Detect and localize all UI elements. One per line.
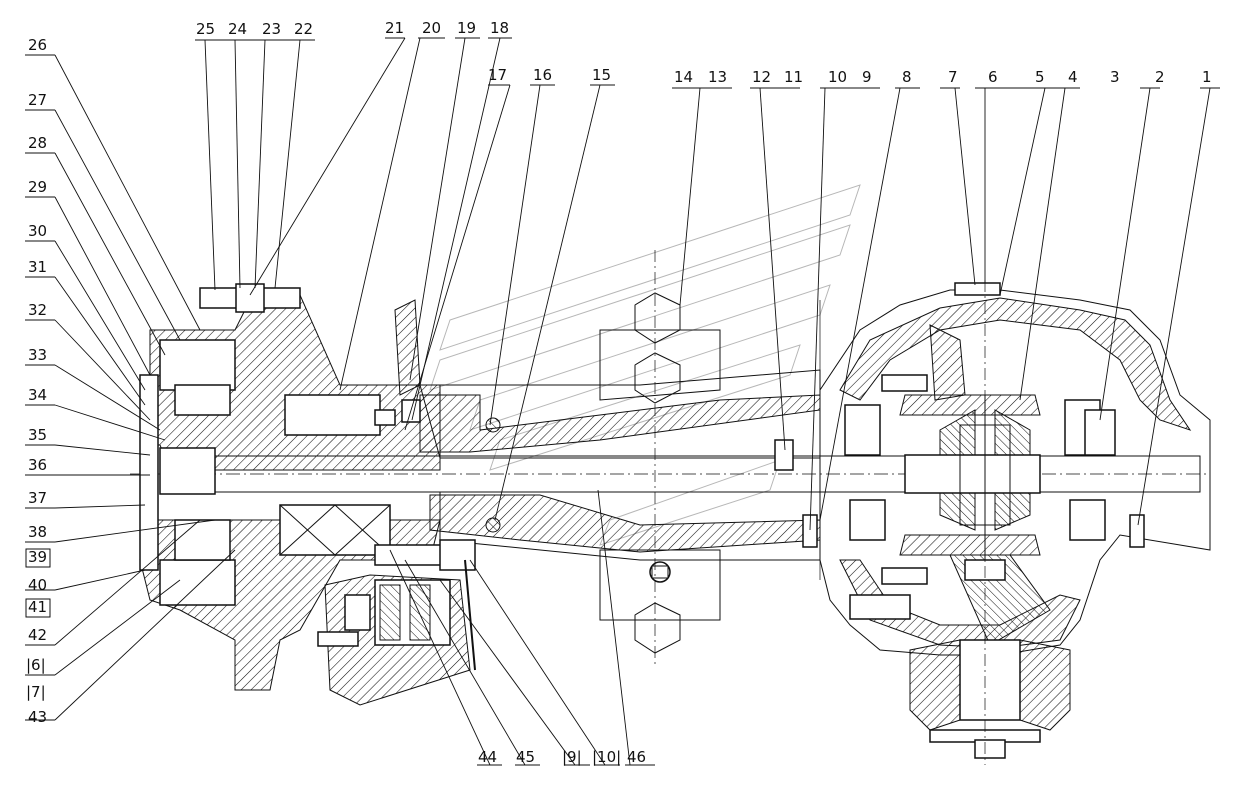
callout-1: 1 [1202,68,1212,86]
callout-26: 26 [28,36,47,54]
callout-40: 40 [28,576,47,594]
callout-43: 43 [28,708,47,726]
callouts-top: 25 24 23 22 21 20 19 18 17 16 15 14 13 1… [196,19,1212,86]
leader-lines [25,37,1220,766]
callout-41: 41 [28,598,47,616]
callout-11: 11 [784,68,803,86]
callouts-bottom: 44 45 |9| |10| 46 [478,748,646,766]
callout-20: 20 [422,19,441,37]
callout-10-boxed: |10| [592,748,621,766]
callout-19: 19 [457,19,476,37]
callout-29: 29 [28,178,47,196]
callout-30: 30 [28,222,47,240]
callout-17: 17 [488,66,507,84]
assembly-geometry [130,184,1211,765]
callout-25: 25 [196,20,215,38]
callout-21: 21 [385,19,404,37]
callout-6: 6 [988,68,998,86]
callout-12: 12 [752,68,771,86]
callout-37: 37 [28,489,47,507]
callout-36: 36 [28,456,47,474]
callout-32: 32 [28,301,47,319]
watermark-logo [429,184,861,546]
callout-6-boxed: |6| [26,656,46,674]
callout-28: 28 [28,134,47,152]
callout-18: 18 [490,19,509,37]
callout-4: 4 [1068,68,1078,86]
callout-22: 22 [294,20,313,38]
callout-9-boxed: |9| [562,748,582,766]
callout-27: 27 [28,91,47,109]
callout-10: 10 [828,68,847,86]
callout-46: 46 [627,748,646,766]
callout-5: 5 [1035,68,1045,86]
callout-39: 39 [28,548,47,566]
callout-8: 8 [902,68,912,86]
callout-13: 13 [708,68,727,86]
callouts-left: 26 27 28 29 30 31 32 33 34 35 36 37 38 3… [25,36,51,726]
callout-38: 38 [28,523,47,541]
callout-7: 7 [948,68,958,86]
callout-24: 24 [228,20,247,38]
callout-9: 9 [862,68,872,86]
callout-42: 42 [28,626,47,644]
callout-2: 2 [1155,68,1165,86]
callout-34: 34 [28,386,47,404]
callout-7-boxed: |7| [26,683,46,701]
callout-23: 23 [262,20,281,38]
callout-44: 44 [478,748,497,766]
callout-31: 31 [28,258,47,276]
callout-15: 15 [592,66,611,84]
callout-16: 16 [533,66,552,84]
callout-45: 45 [516,748,535,766]
callout-14: 14 [674,68,693,86]
callout-35: 35 [28,426,47,444]
callout-33: 33 [28,346,47,364]
callout-3: 3 [1110,68,1120,86]
